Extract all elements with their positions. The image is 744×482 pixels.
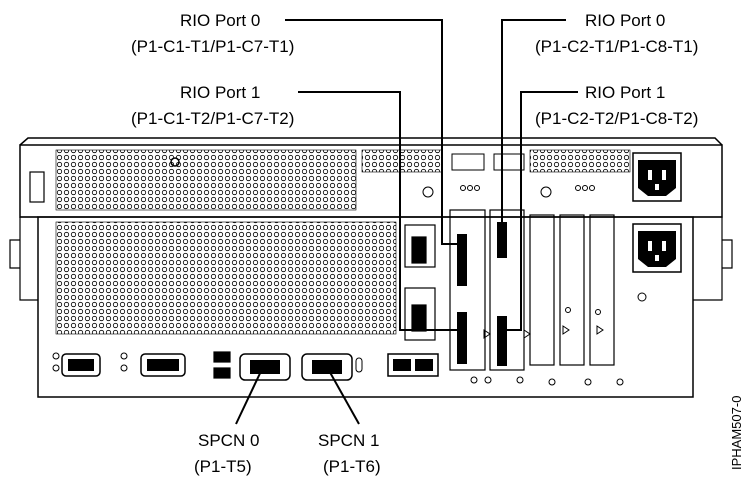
- rio-card-slots: [405, 210, 614, 370]
- callout-rio-port0-left: RIO Port 0 (P1-C1-T1/P1-C7-T1): [131, 11, 294, 56]
- ethernet-ports: [388, 354, 438, 376]
- upper-port-b: [494, 154, 524, 170]
- callout-rio-port1-left: RIO Port 1 (P1-C1-T2/P1-C7-T2): [131, 83, 294, 128]
- svg-text:RIO Port 0: RIO Port 0: [585, 11, 665, 30]
- latch: [30, 172, 44, 202]
- svg-text:RIO Port 1: RIO Port 1: [585, 83, 665, 102]
- leader-spcn1: [327, 367, 359, 424]
- vent-lower-left: [56, 222, 396, 334]
- svg-text:RIO Port 0: RIO Port 0: [180, 11, 260, 30]
- svg-text:(P1-C2-T1/P1-C8-T1): (P1-C2-T1/P1-C8-T1): [535, 37, 698, 56]
- power-inlet-top: [633, 153, 681, 201]
- status-led-group: [461, 186, 595, 191]
- screw-icon: [423, 187, 433, 197]
- svg-text:(P1-T5): (P1-T5): [194, 457, 252, 476]
- callout-rio-port0-right: RIO Port 0 (P1-C2-T1/P1-C8-T1): [535, 11, 698, 56]
- screw-icon: [638, 293, 646, 301]
- svg-text:SPCN 0: SPCN 0: [198, 431, 259, 450]
- vent-upper-mid: [362, 150, 442, 172]
- svg-text:(P1-T6): (P1-T6): [323, 457, 381, 476]
- vent-upper-left: [56, 150, 356, 210]
- leader-rio-port0-left: [285, 20, 460, 244]
- indicator-icon: [356, 358, 362, 372]
- serial-port-1: [62, 354, 100, 376]
- svg-text:SPCN 1: SPCN 1: [318, 431, 379, 450]
- callout-spcn0: SPCN 0 (P1-T5): [194, 431, 259, 476]
- figure-id: IPHAM507-0: [729, 396, 744, 470]
- svg-text:(P1-C1-T2/P1-C7-T2): (P1-C1-T2/P1-C7-T2): [131, 109, 294, 128]
- rio-connector-c1-t1: [457, 234, 467, 286]
- chassis: [10, 138, 732, 397]
- vent-upper-right: [530, 150, 630, 172]
- serial-port-2: [141, 354, 185, 376]
- power-inlet-bottom: [633, 224, 681, 272]
- rio-connector-c1-t2: [457, 312, 467, 364]
- spcn-port-0: [240, 354, 290, 380]
- upper-port-a: [452, 154, 484, 170]
- chassis-top-edge: [20, 138, 722, 145]
- svg-text:(P1-C1-T1/P1-C7-T1): (P1-C1-T1/P1-C7-T1): [131, 37, 294, 56]
- callout-spcn1: SPCN 1 (P1-T6): [318, 431, 381, 476]
- svg-text:RIO Port 1: RIO Port 1: [180, 83, 260, 102]
- right-rail: [693, 217, 732, 300]
- rio-connector-c2-t2: [497, 316, 507, 366]
- screw-icon: [541, 187, 551, 197]
- left-rail: [10, 217, 38, 300]
- usb-ports: [214, 352, 230, 378]
- svg-text:(P1-C2-T2/P1-C8-T2): (P1-C2-T2/P1-C8-T2): [535, 109, 698, 128]
- callout-rio-port1-right: RIO Port 1 (P1-C2-T2/P1-C8-T2): [535, 83, 698, 128]
